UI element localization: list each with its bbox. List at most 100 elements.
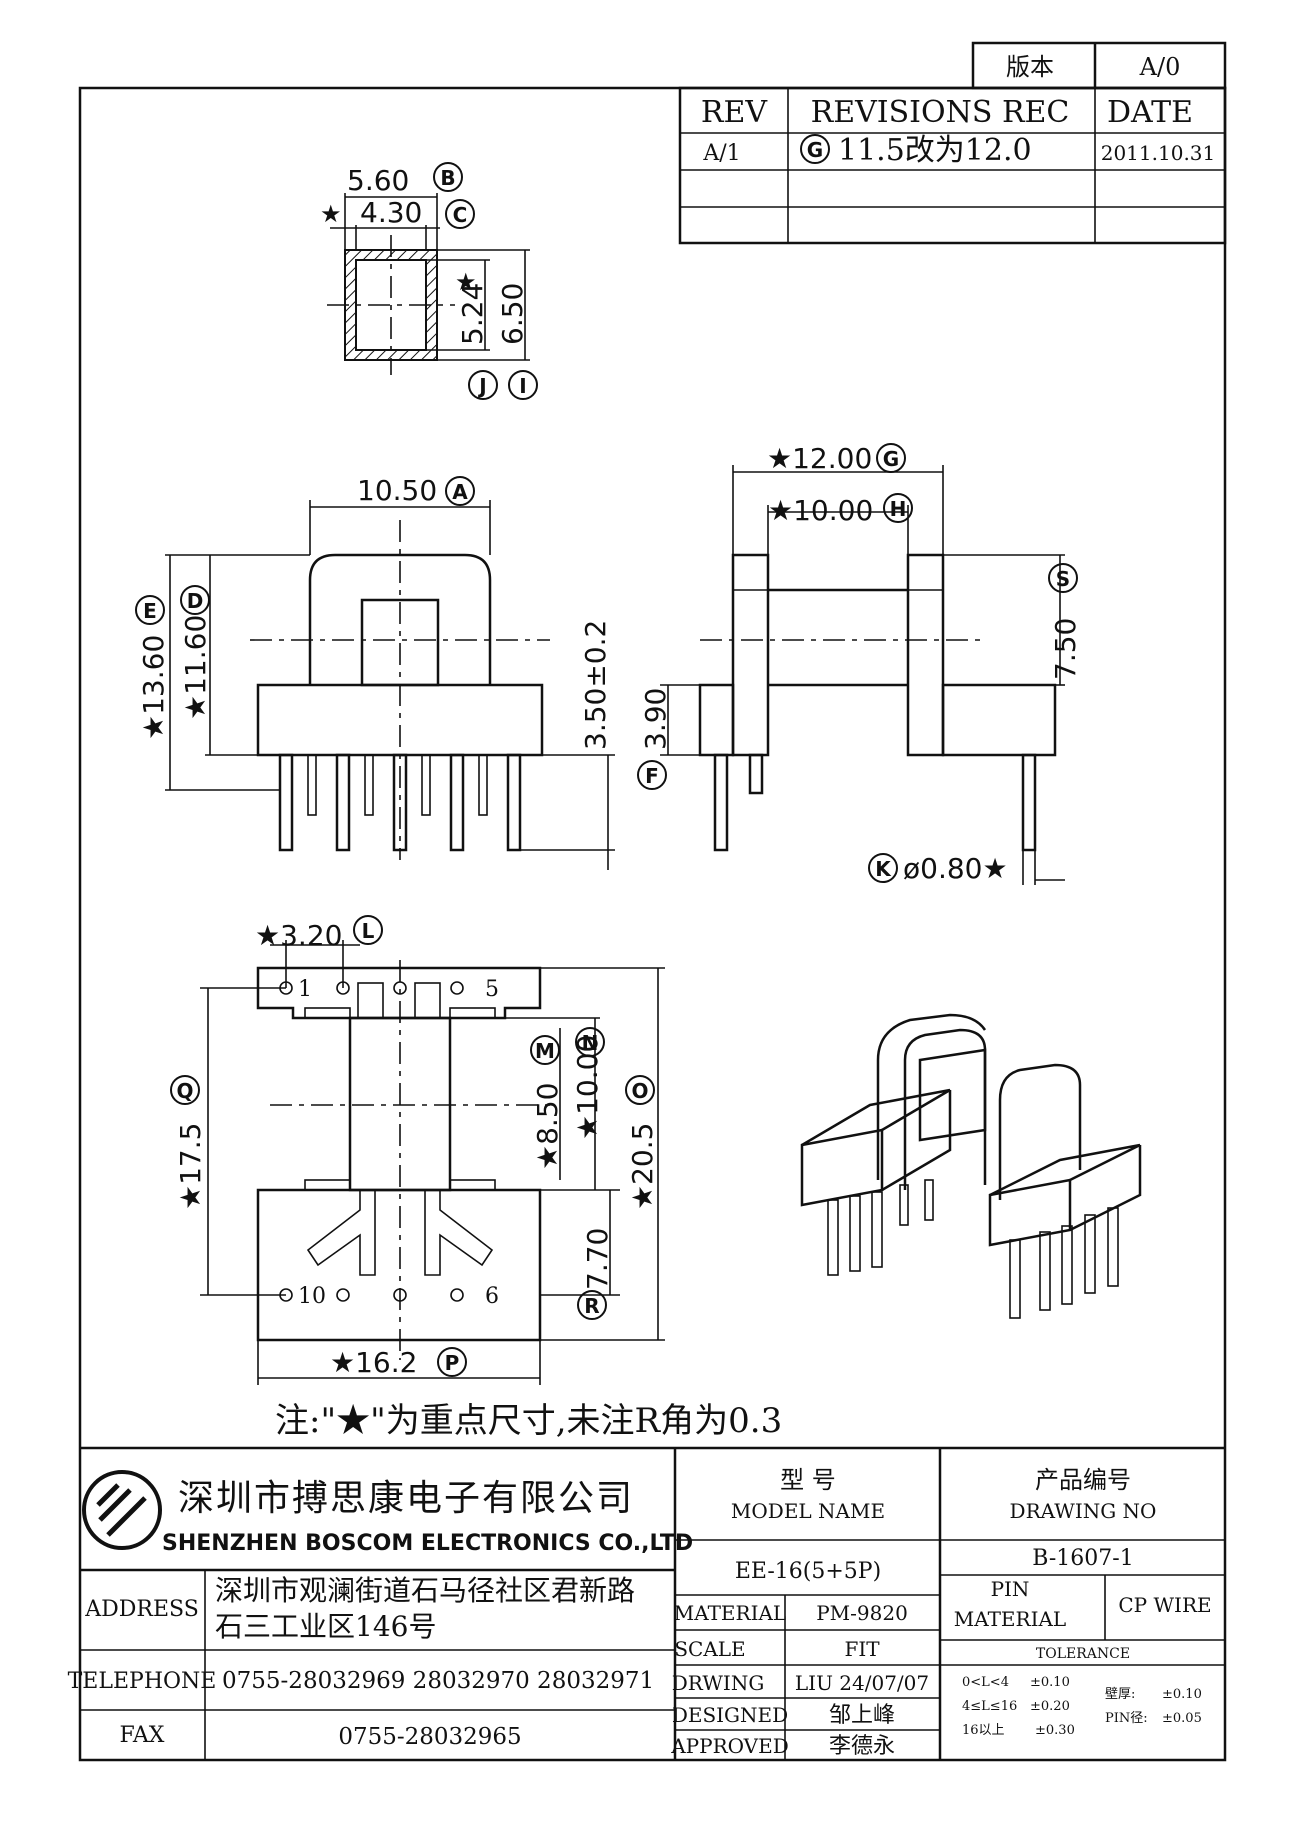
marker-l: L	[362, 919, 375, 943]
drawing-no-value: B-1607-1	[1032, 1546, 1133, 1571]
pin-dia-label: PIN径:	[1105, 1711, 1148, 1726]
drawing-no-en: DRAWING NO	[1010, 1499, 1157, 1523]
dim-5-60: 5.60	[347, 164, 409, 197]
pin-material-label-1: PIN	[991, 1577, 1030, 1601]
dim-17-5: ★17.5	[174, 1123, 207, 1210]
star-524: ★	[455, 268, 477, 296]
company-logo	[82, 1470, 162, 1550]
company-name-en: SHENZHEN BOSCOM ELECTRONICS CO.,LTD	[162, 1531, 693, 1556]
material-value: PM-9820	[816, 1601, 908, 1625]
dim-11-60: ★11.60	[179, 615, 212, 720]
address-line-2: 石三工业区146号	[215, 1610, 436, 1643]
cross-section-view: 5.60 B ★ 4.30 C ★ 5.24 6.50 J I	[320, 162, 538, 400]
scale-label: SCALE	[674, 1637, 745, 1661]
marker-j: J	[477, 374, 486, 398]
revision-table: REV REVISIONS REC DATE A/1 G 11.5改为12.0 …	[678, 86, 1227, 245]
model-value: EE-16(5+5P)	[735, 1559, 881, 1584]
rev-header: REV	[701, 95, 768, 130]
isometric-view	[800, 1013, 1142, 1319]
rev-row-1-marker: G	[807, 138, 823, 162]
fax-value: 0755-28032965	[338, 1724, 521, 1750]
pin-5-label: 5	[485, 977, 499, 1002]
dim-4-30: 4.30	[360, 196, 422, 229]
pin-1-label: 1	[298, 977, 312, 1002]
telephone-value: 0755-28032969 28032970 28032971	[222, 1668, 654, 1694]
dim-3-50: 3.50±0.2	[579, 620, 612, 750]
tol-1-value: ±0.10	[1030, 1675, 1070, 1690]
telephone-label: TELEPHONE	[68, 1669, 217, 1694]
dim-0-80: ø0.80★	[903, 852, 1008, 885]
date-header: DATE	[1107, 95, 1193, 130]
marker-r: R	[584, 1294, 599, 1318]
dim-3-90: 3.90	[639, 688, 672, 750]
drawing-border	[78, 86, 1227, 1762]
approved-label: APPROVED	[670, 1734, 789, 1758]
rev-row-1-text: 11.5改为12.0	[838, 133, 1032, 168]
dim-8-50: ★8.50	[531, 1083, 564, 1170]
tol-3-range: 16以上	[962, 1723, 1005, 1738]
drwing-label: DRWING	[672, 1671, 765, 1695]
marker-m: M	[535, 1039, 555, 1063]
fax-label: FAX	[120, 1723, 165, 1748]
marker-g: G	[883, 447, 899, 471]
marker-c: C	[453, 203, 468, 227]
title-block: 深圳市搏思康电子有限公司 SHENZHEN BOSCOM ELECTRONICS…	[68, 1446, 1225, 1760]
designed-label: DESIGNED	[672, 1703, 788, 1727]
marker-o: O	[631, 1079, 648, 1103]
version-value: A/0	[1139, 53, 1181, 81]
dim-7-50: 7.50	[1049, 618, 1082, 680]
pin-dia-value: ±0.05	[1162, 1711, 1202, 1726]
tolerance-label: TOLERANCE	[1036, 1646, 1130, 1662]
note-text: 注:"★"为重点尺寸,未注R角为0.3	[275, 1401, 782, 1441]
material-label: MATERIAL	[674, 1601, 786, 1625]
tol-3-value: ±0.30	[1035, 1723, 1075, 1738]
dim-13-60: ★13.60	[137, 635, 170, 740]
model-name-en: MODEL NAME	[731, 1499, 885, 1523]
pin-material-value: CP WIRE	[1118, 1593, 1211, 1617]
dim-6-50: 6.50	[496, 283, 529, 345]
dim-16-2: ★16.2	[330, 1346, 417, 1379]
dim-10-00-h: ★10.00	[768, 494, 873, 527]
wall-value: ±0.10	[1162, 1687, 1202, 1702]
marker-s: S	[1056, 567, 1070, 591]
pin-material-label-2: MATERIAL	[954, 1607, 1066, 1631]
rev-row-1-date: 2011.10.31	[1101, 141, 1216, 165]
marker-e: E	[143, 599, 157, 623]
wall-label: 壁厚:	[1105, 1687, 1135, 1702]
front-view: 10.50 A E D ★13.60 ★11.60 3.50±0.2	[135, 474, 615, 870]
marker-d: D	[187, 589, 204, 613]
tol-1-range: 0<L<4	[962, 1675, 1009, 1690]
marker-a: A	[452, 480, 468, 504]
dim-20-5: ★20.5	[626, 1123, 659, 1210]
marker-k: K	[875, 857, 892, 881]
side-view: ★12.00 G ★10.00 H S 7.50 3.90 F K ø0.80★	[637, 442, 1082, 885]
marker-h: H	[890, 497, 907, 521]
plan-view: 1 5 10 6 ★3.20 L Q ★17.5 M N ★8.50 ★10.0…	[170, 915, 665, 1385]
drwing-value: LIU 24/07/07	[795, 1671, 929, 1695]
marker-q: Q	[176, 1079, 193, 1103]
version-label: 版本	[1006, 53, 1054, 81]
marker-f: F	[645, 764, 659, 788]
model-name-cn: 型 号	[780, 1466, 836, 1494]
marker-n: N	[582, 1031, 599, 1055]
dim-5-24: 5.24	[456, 283, 489, 345]
pin-10-label: 10	[298, 1284, 326, 1309]
tol-2-value: ±0.20	[1030, 1699, 1070, 1714]
version-box: 版本 A/0	[971, 41, 1227, 90]
dim-10-00: ★10.00	[571, 1035, 604, 1140]
rev-row-1-rev: A/1	[702, 141, 740, 166]
scale-value: FIT	[844, 1637, 880, 1661]
marker-i: I	[519, 374, 526, 398]
approved-value: 李德永	[829, 1734, 895, 1759]
dim-10-50: 10.50	[357, 474, 437, 507]
address-label: ADDRESS	[84, 1597, 199, 1622]
dim-7-70: 7.70	[581, 1228, 614, 1290]
marker-b: B	[440, 166, 455, 190]
company-name-cn: 深圳市搏思康电子有限公司	[178, 1478, 634, 1519]
dim-12-00: ★12.00	[767, 442, 872, 475]
designed-value: 邹上峰	[829, 1703, 895, 1728]
revisions-rec-header: REVISIONS REC	[811, 95, 1070, 130]
star-c: ★	[320, 200, 342, 228]
dim-3-20: ★3.20	[255, 919, 342, 952]
